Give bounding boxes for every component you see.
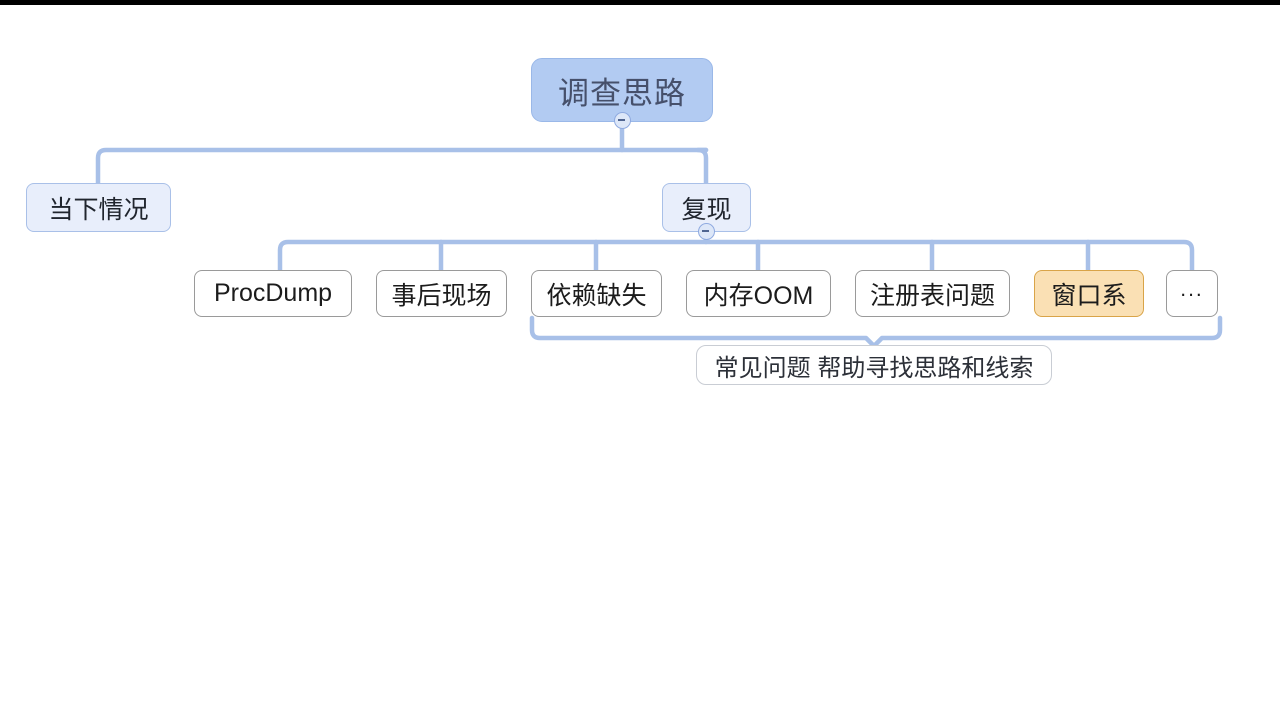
node-leaf-post-mortem-scene-label: 事后现场 [391, 281, 492, 310]
collapse-toggle-root-icon[interactable] [614, 112, 631, 129]
link-root-to-current [95, 147, 709, 187]
node-root-label: 调查思路 [558, 75, 686, 111]
node-leaf-procdump-label: ProcDump [213, 279, 333, 307]
node-root[interactable]: 调查思路 [531, 58, 713, 122]
node-leaf-memory-oom[interactable]: 内存OOM [686, 270, 831, 317]
node-leaf-registry-problem[interactable]: 注册表问题 [855, 270, 1010, 317]
node-leaf-missing-dependency-label: 依赖缺失 [546, 281, 647, 310]
node-leaf-more[interactable]: ... [1166, 270, 1218, 317]
top-black-bar [0, 0, 1280, 5]
node-leaf-procdump[interactable]: ProcDump [194, 270, 352, 317]
link-summary-bracket [529, 315, 1223, 349]
node-leaf-memory-oom-label: 内存OOM [703, 281, 814, 310]
node-branch-reproduce-label: 复现 [681, 195, 732, 224]
node-branch-current-situation-label: 当下情况 [48, 195, 149, 224]
node-leaf-registry-problem-label: 注册表问题 [869, 281, 995, 310]
node-branch-current-situation[interactable]: 当下情况 [26, 183, 171, 232]
node-leaf-missing-dependency[interactable]: 依赖缺失 [531, 270, 662, 317]
collapse-toggle-reproduce-icon[interactable] [698, 223, 715, 240]
node-leaf-post-mortem-scene[interactable]: 事后现场 [376, 270, 507, 317]
node-leaf-window-system-label: 窗口系 [1051, 281, 1127, 310]
link-repro-bus [277, 239, 1195, 273]
link-root-to-repro [695, 147, 709, 187]
node-summary-common-issues-label: 常见问题 帮助寻找思路和线索 [714, 354, 1034, 382]
node-leaf-window-system[interactable]: 窗口系 [1034, 270, 1144, 317]
node-summary-common-issues[interactable]: 常见问题 帮助寻找思路和线索 [696, 345, 1052, 385]
node-leaf-more-label: ... [1180, 277, 1204, 301]
